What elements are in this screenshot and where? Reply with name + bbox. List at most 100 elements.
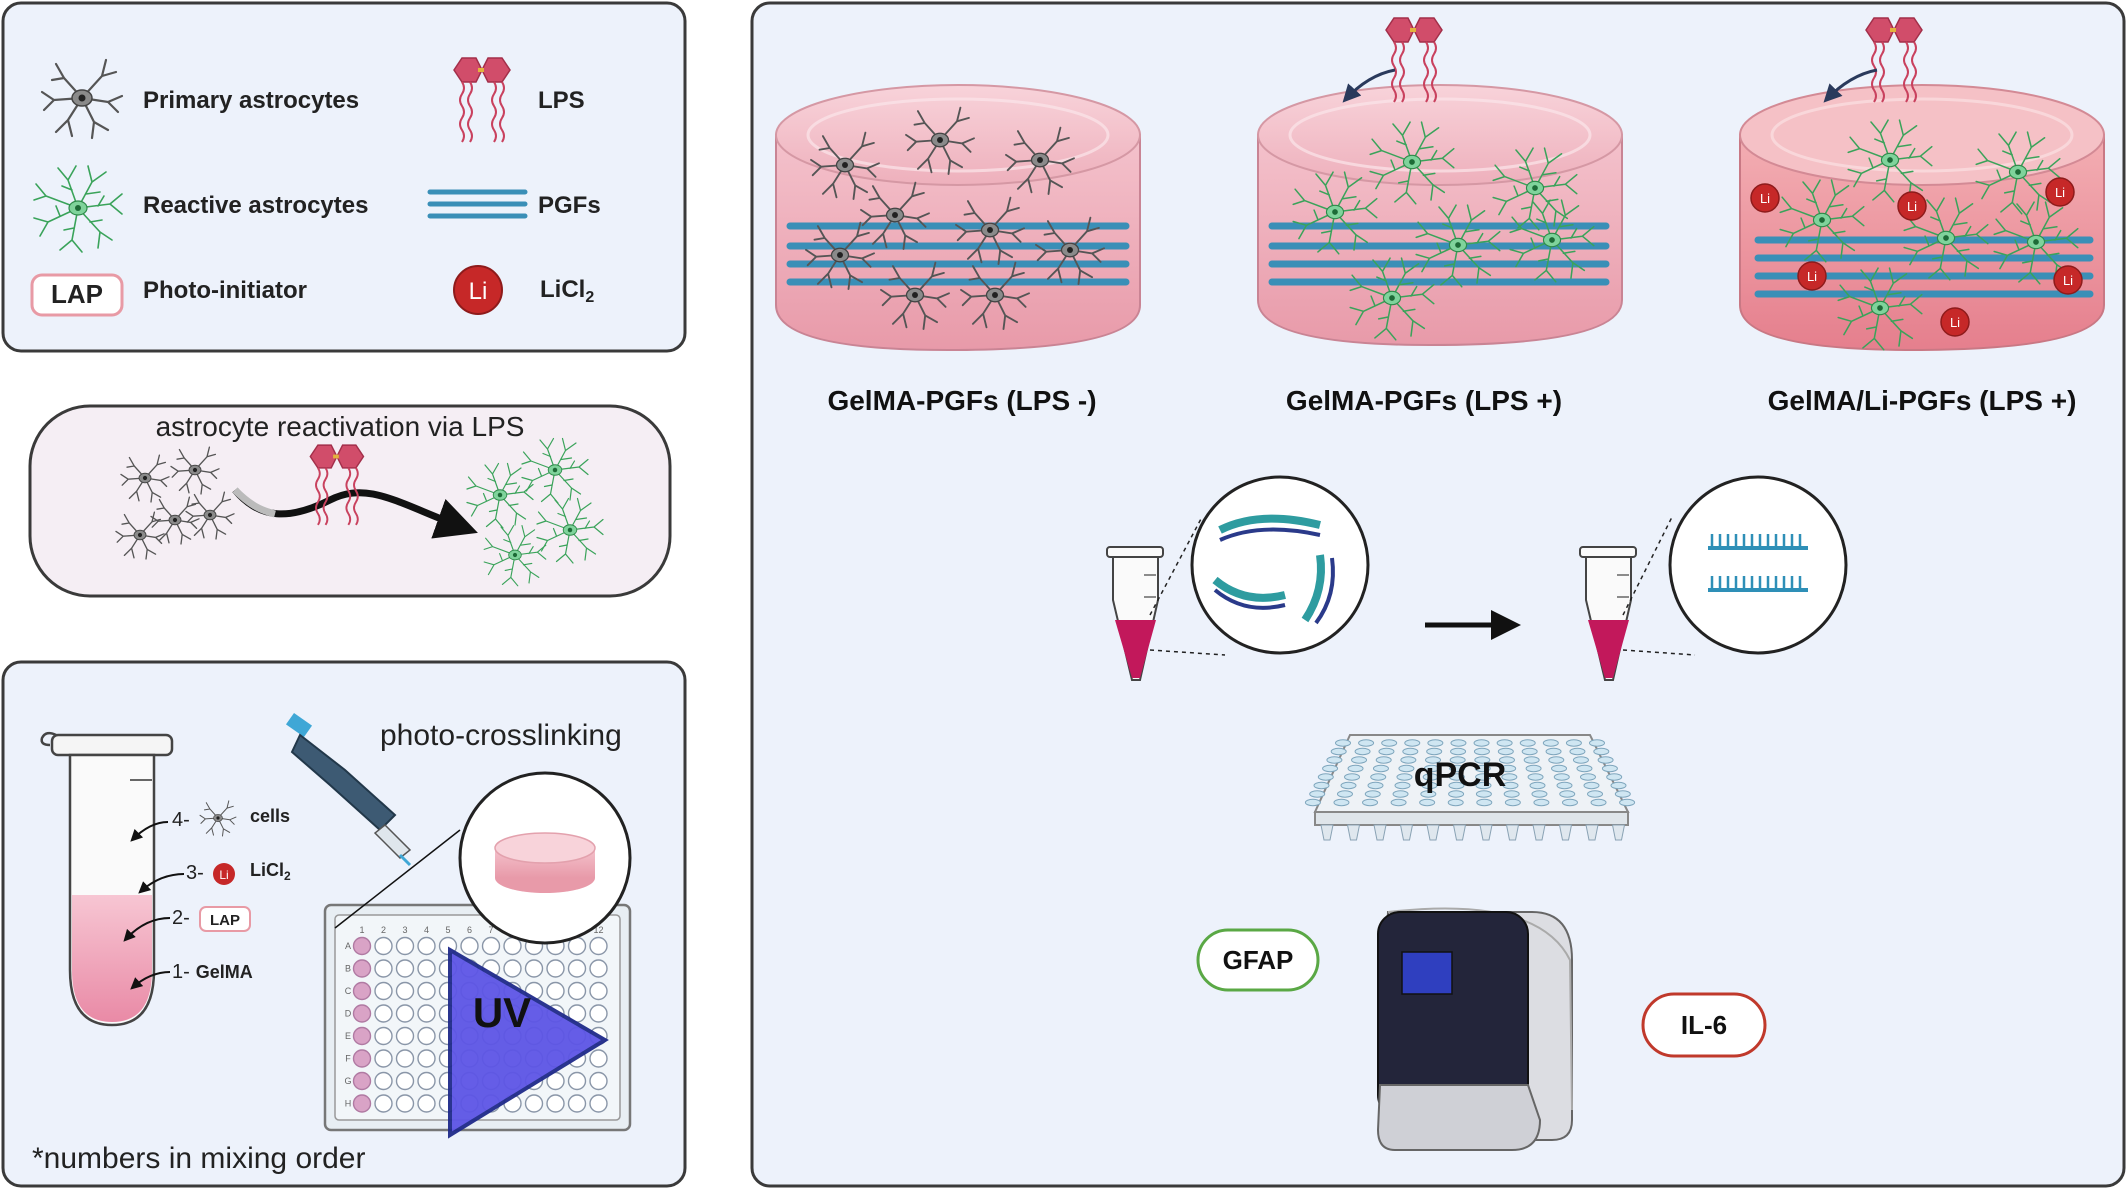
plate-well [524, 959, 544, 978]
legend-pgfs-label: PGFs [538, 192, 601, 219]
qpcr-well [1587, 790, 1604, 798]
legend-panel: Primary astrocytes Reactive astrocytes L… [1, 1, 687, 353]
qpcr-well [1370, 773, 1387, 781]
plate-well [567, 1071, 587, 1091]
plate-well [417, 1094, 436, 1113]
qpcr-well [1335, 739, 1351, 747]
plate-col-label: 1 [359, 925, 364, 935]
plate-well [524, 1094, 544, 1113]
qpcr-well [1521, 747, 1538, 756]
li-bead-icon: Li [1940, 307, 1970, 337]
li-bead-icon: Li [1750, 183, 1780, 213]
analysis-panel: GelMA-PGFs (LPS -) GelMA- [750, 1, 2126, 1188]
qpcr-plate: qPCR [1304, 734, 1636, 841]
plate-well [374, 981, 393, 1001]
pgfs-icon [427, 189, 528, 219]
qpcr-tube-tip [1346, 824, 1361, 841]
qpcr-label: qPCR [1414, 756, 1507, 794]
plate-well [589, 936, 608, 956]
hydrogel-1: GelMA-PGFs (LPS -) [775, 84, 1141, 416]
qpcr-tube-tip [1426, 824, 1440, 841]
qpcr-well [1498, 756, 1515, 764]
plate-well [395, 1094, 415, 1113]
legend-primary-label: Primary astrocytes [143, 87, 359, 114]
qpcr-well [1351, 756, 1368, 764]
plate-well [589, 959, 608, 978]
svg-text:Li: Li [1760, 191, 1770, 206]
step-4-number: 4- [172, 809, 190, 831]
plate-well [460, 936, 479, 956]
qpcr-well [1309, 790, 1326, 798]
plate-well [589, 981, 608, 1001]
mixing-footnote: *numbers in mixing order [32, 1142, 365, 1175]
qpcr-well [1601, 764, 1618, 773]
hydrogel-3-label: GelMA/Li-PGFs (LPS +) [1768, 385, 2077, 416]
legend-reactive-label: Reactive astrocytes [143, 192, 368, 219]
qpcr-machine [1376, 907, 1573, 1151]
plate-well [417, 1049, 436, 1068]
qpcr-well [1556, 781, 1573, 790]
svg-text:Li: Li [2063, 273, 2073, 288]
plate-well [374, 959, 393, 978]
qpcr-well [1390, 798, 1407, 807]
qpcr-well [1394, 781, 1411, 790]
qpcr-well [1475, 781, 1492, 790]
qpcr-well [1427, 739, 1444, 747]
plate-well [352, 1004, 372, 1023]
step-1-number: 1-GelMA [172, 961, 253, 983]
qpcr-well [1583, 781, 1600, 790]
uv-triangle: UV [448, 946, 609, 1139]
qpcr-well [1362, 798, 1379, 807]
plate-well [589, 1071, 608, 1091]
lap-badge-icon: LAP [30, 273, 124, 317]
qpcr-tube-tip [1611, 824, 1626, 841]
qpcr-well [1476, 798, 1493, 807]
plate-well [481, 936, 501, 956]
qpcr-tube-tip [1452, 824, 1467, 841]
qpcr-well [1569, 747, 1586, 756]
uv-label: UV [473, 989, 531, 1036]
qpcr-well [1422, 773, 1439, 781]
qpcr-tube-tip [1505, 824, 1520, 841]
plate-well [546, 959, 565, 978]
qpcr-well [1333, 798, 1350, 807]
reactivation-title: astrocyte reactivation via LPS [156, 411, 525, 442]
qpcr-well [1358, 739, 1375, 747]
legend-lap-label: Photo-initiator [143, 277, 307, 304]
plate-row-label: G [344, 1076, 351, 1086]
qpcr-well [1614, 790, 1631, 798]
qpcr-well [1372, 764, 1389, 773]
plate-well [503, 959, 522, 978]
li-bead-icon: Li [2045, 177, 2075, 207]
qpcr-well [1426, 747, 1443, 756]
plate-well [589, 1049, 608, 1068]
legend-lap-badge: LAP [51, 279, 103, 309]
qpcr-well [1561, 798, 1578, 807]
qpcr-tube-tip [1558, 824, 1573, 841]
qpcr-well [1392, 790, 1409, 798]
plate-well [395, 1026, 415, 1046]
cdna-zoom-circle [1668, 475, 1848, 655]
qpcr-well [1448, 790, 1465, 798]
qpcr-well [1313, 781, 1330, 790]
gfap-label: GFAP [1223, 945, 1294, 975]
qpcr-well [1542, 739, 1559, 747]
qpcr-well [1336, 790, 1353, 798]
plate-row-label: C [345, 986, 352, 996]
legend-licl2-label: LiCl2 [540, 276, 594, 306]
plate-col-label: 7 [488, 925, 493, 935]
qpcr-well [1419, 798, 1436, 807]
qpcr-tube-tip [1585, 824, 1599, 841]
step-3-label: LiCl2 [250, 860, 291, 883]
plate-row-label: B [345, 964, 351, 974]
qpcr-well [1597, 756, 1614, 764]
plate-well [417, 959, 436, 978]
hydrogel-2-label: GelMA-PGFs (LPS +) [1286, 385, 1562, 416]
qpcr-well [1590, 798, 1607, 807]
qpcr-well [1474, 764, 1491, 773]
qpcr-well [1503, 790, 1520, 798]
qpcr-well [1425, 756, 1442, 764]
mixing-tube [40, 731, 174, 1027]
